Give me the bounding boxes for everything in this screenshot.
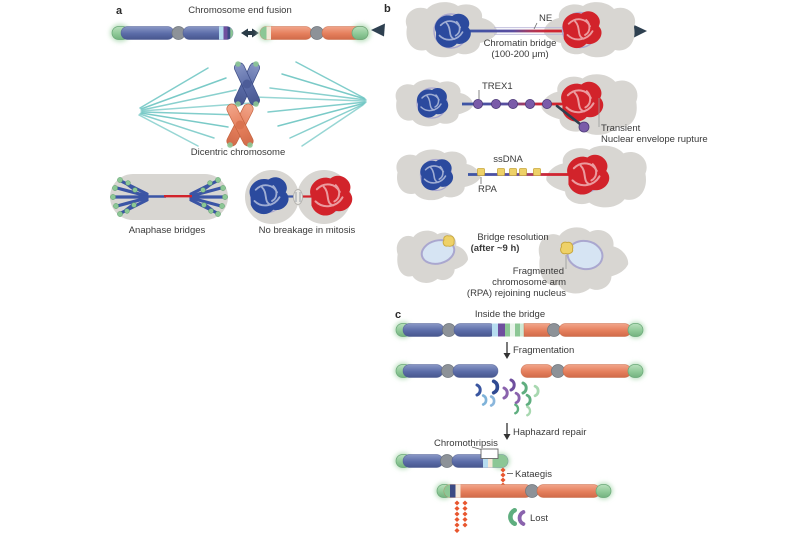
chromatin-bridge — [468, 173, 570, 176]
fragmented-label-1: Fragmented — [513, 266, 564, 277]
fused-chromosome — [394, 321, 645, 339]
kataegis-label: Kataegis — [515, 469, 552, 480]
spindle-fibers — [138, 61, 367, 147]
fusion-end-stripes — [219, 26, 233, 40]
chromosome-end-fusion-title: Chromosome end fusion — [188, 5, 292, 16]
row-ssdna: ssDNA RPA — [396, 145, 647, 208]
panel-b-label: b — [384, 3, 391, 15]
row-trex1: TREX1 Transient Nuclear envelope rupture — [395, 74, 708, 145]
fragmented-label-3: (RPA) rejoining nucleus — [467, 288, 566, 299]
fusion-end-stripes — [260, 26, 271, 40]
lost-label: Lost — [530, 513, 548, 524]
panel-c: c Inside the bridge — [394, 309, 645, 533]
chromatin-bridge-label: Chromatin bridge — [484, 38, 557, 49]
transient-label-1: Transient — [601, 123, 641, 134]
fragmentation-step: Fragmentation — [503, 342, 574, 359]
ssdna-label: ssDNA — [493, 154, 523, 165]
resolution-label-1: Bridge resolution — [477, 232, 548, 243]
trex1-dots — [472, 99, 553, 110]
broken-orange-chromosome — [520, 362, 645, 380]
chromatin-bridge-size: (100-200 μm) — [491, 49, 548, 60]
haphazard-repair-step: Haphazard repair — [503, 423, 586, 440]
fragment-rpa-blob — [442, 235, 455, 247]
broken-blue-chromosome — [394, 362, 499, 380]
panel-a: a Chromosome end fusion — [110, 5, 371, 236]
panel-b: b NE Chromatin bridge (100-200 μm) — [371, 2, 708, 299]
haphazard-label: Haphazard repair — [513, 427, 586, 438]
row-resolution: Bridge resolution (after ~9 h) Fragmente… — [396, 227, 629, 299]
panel-c-label: c — [395, 309, 401, 321]
fragmentation-label: Fragmentation — [513, 345, 574, 356]
kinetochore-dots — [110, 177, 228, 217]
fusion-double-arrow-icon — [241, 28, 259, 38]
inside-bridge-title: Inside the bridge — [475, 309, 545, 320]
dicentric-label: Dicentric chromosome — [191, 147, 286, 158]
ne-pointer — [533, 22, 538, 30]
derivative-chromosome — [435, 482, 613, 533]
ruptured-strand — [555, 104, 582, 126]
dicentric-figure: Dicentric chromosome — [138, 61, 367, 158]
dna-fragments — [475, 378, 540, 417]
row-chromatin-bridge: NE Chromatin bridge (100-200 μm) — [371, 2, 647, 60]
no-breakage-label: No breakage in mitosis — [259, 225, 356, 236]
orange-x-chromosome — [226, 103, 254, 148]
fusion-junction-stripes — [492, 323, 525, 337]
centromere — [310, 26, 324, 40]
fragment-rpa-blob — [560, 241, 574, 255]
down-arrow-icon — [503, 353, 511, 359]
blue-x-chromosome — [234, 61, 260, 107]
ne-label: NE — [539, 13, 552, 24]
blue-chromosome — [110, 24, 234, 42]
kataegis-dots — [454, 500, 468, 533]
orange-chromosome — [258, 24, 371, 42]
rpa-label: RPA — [478, 184, 497, 195]
chromatin-bridge — [466, 29, 570, 33]
resolution-label-2: (after ~9 h) — [471, 243, 520, 254]
anaphase-label: Anaphase bridges — [129, 225, 206, 236]
rearranged-stripes — [444, 484, 461, 498]
trex1-label: TREX1 — [482, 81, 513, 92]
anaphase-cell: Anaphase bridges — [110, 174, 228, 236]
rpa-squares — [477, 168, 541, 176]
transient-label-2: Nuclear envelope rupture — [601, 134, 708, 145]
chromothripsis-label: Chromothripsis — [434, 438, 498, 449]
fragmented-label-2: chromosome arm — [492, 277, 566, 288]
chromothripsis-chromosome: Chromothripsis Kataegis — [394, 438, 552, 488]
chromothripsis-box — [480, 448, 499, 459]
no-breakage-cell: No breakage in mitosis — [245, 170, 356, 236]
midbody — [293, 189, 303, 205]
escaped-trex1-dot — [578, 121, 590, 133]
pull-arrow-left-icon — [371, 23, 385, 37]
pull-arrow-right-icon — [633, 24, 647, 38]
panel-a-label: a — [116, 5, 123, 17]
lost-fragments: Lost — [510, 510, 548, 524]
down-arrow-icon — [503, 434, 511, 440]
